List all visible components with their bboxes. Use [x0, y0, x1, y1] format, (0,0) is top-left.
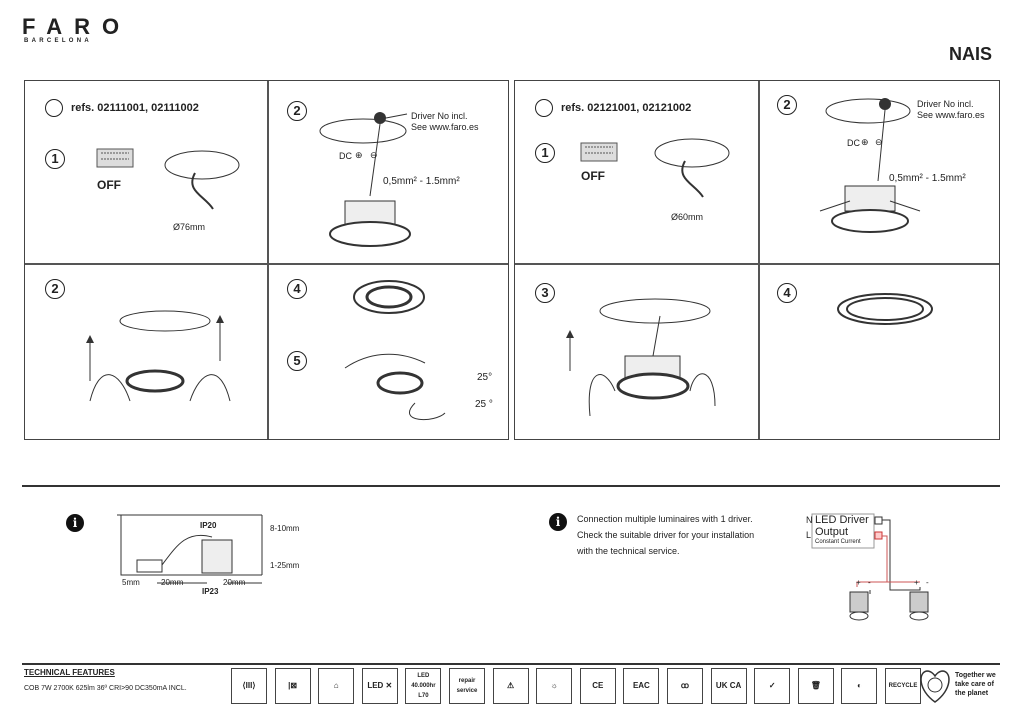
- dimension-label: 1-25mm: [270, 561, 300, 570]
- neutral-label: N: [806, 515, 813, 525]
- wiring-illustration: [319, 112, 411, 247]
- planet-slogan: Together we take care of the planet: [955, 672, 996, 697]
- driver-label: Constant Current: [815, 539, 861, 545]
- switch-off-illustration: [580, 142, 618, 162]
- ref-circle: [535, 99, 553, 117]
- website-note: See www.faro.es: [917, 110, 985, 120]
- step-number: 2: [45, 279, 65, 299]
- minus-label: -: [926, 578, 929, 587]
- minus-label: ⊖: [370, 150, 378, 160]
- technical-spec: COB 7W 2700K 625lm 36º CRI>90 DC350mA IN…: [24, 685, 187, 692]
- dimension-label: 5mm: [122, 578, 140, 587]
- plus-label: +: [856, 578, 861, 587]
- class-iii-icon: ⟨III⟩: [231, 668, 267, 704]
- technical-features-title: TECHNICAL FEATURES: [24, 668, 115, 677]
- wire-gauge: 0,5mm² - 1.5mm²: [889, 173, 966, 184]
- wiring-illustration: [819, 98, 921, 233]
- plus-label: ⊕: [355, 150, 363, 160]
- switch-off-illustration: [96, 148, 134, 168]
- info-icon: i: [66, 514, 84, 532]
- dimension-label: 8-10mm: [270, 524, 300, 533]
- esd-warning-icon: ⚠: [492, 668, 529, 704]
- step-number: 1: [45, 149, 65, 169]
- trim-illustration: [353, 280, 425, 314]
- driver-note: Driver No incl.: [917, 99, 974, 109]
- driver-label: LED Driver: [815, 514, 869, 526]
- driver-wiring-diagram: [811, 513, 929, 621]
- brand-subtitle: BARCELONA: [24, 38, 93, 44]
- connection-note: Check the suitable driver for your insta…: [577, 530, 755, 540]
- off-label: OFF: [581, 169, 605, 183]
- driver-note: Driver No incl.: [411, 111, 468, 121]
- dc-label: DC: [339, 151, 352, 161]
- step-number: 2: [287, 101, 307, 121]
- hole-diameter: Ø76mm: [173, 222, 206, 232]
- rcm-icon: ꝏ: [667, 668, 703, 704]
- section-divider: [22, 485, 1000, 487]
- ip20-label: IP20: [200, 521, 217, 530]
- refs-label: refs. 02111001, 02111002: [71, 102, 199, 114]
- step-number: 2: [777, 95, 797, 115]
- led-lifetime-icon: LED 40.000hr L70: [405, 668, 442, 704]
- no-insulation-cover-icon: |⊠: [274, 668, 311, 704]
- tilt-angle: 25 °: [475, 399, 493, 410]
- led-not-replaceable-icon: LED ✕: [361, 668, 398, 704]
- brand-logo: FARO: [22, 14, 132, 39]
- hole-diameter: Ø60mm: [671, 212, 704, 222]
- ceiling-hole-illustration: [654, 138, 730, 198]
- step-number: 5: [287, 351, 307, 371]
- off-label: OFF: [97, 178, 121, 192]
- ukca-mark-icon: UK CA: [710, 668, 747, 704]
- tilt-angle: 25°: [477, 372, 493, 383]
- dimension-label: 20mm: [223, 578, 246, 587]
- refs-label: refs. 02121001, 02121002: [561, 102, 692, 114]
- live-label: L: [806, 530, 812, 540]
- ref-circle: [45, 99, 63, 117]
- planet-heart-icon: [920, 670, 950, 703]
- minus-label: -: [868, 578, 871, 587]
- ceiling-hole-illustration: [164, 150, 240, 210]
- driver-label: Output: [815, 526, 849, 538]
- step-number: 1: [535, 143, 555, 163]
- ip23-label: IP23: [202, 587, 219, 596]
- model-name: NAIS: [948, 44, 992, 64]
- rohs-icon: ✓: [754, 668, 791, 704]
- step-number: 4: [287, 279, 307, 299]
- section-divider: [22, 663, 1000, 665]
- minus-label: ⊖: [875, 137, 883, 147]
- dc-label: DC: [847, 138, 860, 148]
- step-number: 3: [535, 283, 555, 303]
- installed-trim-illustration: [837, 293, 933, 325]
- installation-clearance-diagram: [117, 514, 263, 584]
- info-icon: i: [549, 513, 567, 531]
- insert-fixture-illustration: [566, 298, 716, 417]
- weee-icon: 🗑: [797, 668, 834, 704]
- website-note: See www.faro.es: [411, 122, 479, 132]
- wire-gauge: 0,5mm² - 1.5mm²: [383, 176, 460, 187]
- eac-mark-icon: EAC: [623, 668, 660, 704]
- plus-label: ⊕: [861, 137, 869, 147]
- indoor-use-icon: ⌂: [318, 668, 355, 704]
- recycle-icon: RECYCLE: [885, 668, 921, 704]
- green-dot-icon: ◐: [841, 668, 878, 704]
- right-instructions-panel: refs. 02121001, 02121002 1 OFF Ø60mm 2 D…: [514, 80, 1000, 440]
- left-instructions-panel: refs. 02111001, 02111002 1 OFF Ø76mm 2 D…: [24, 80, 509, 440]
- insert-fixture-illustration: [86, 310, 231, 402]
- ce-mark-icon: CE: [579, 668, 616, 704]
- dimension-label: 20mm: [161, 578, 184, 587]
- connection-note: Connection multiple luminaires with 1 dr…: [577, 514, 753, 524]
- step-number: 4: [777, 283, 797, 303]
- plus-label: +: [914, 578, 919, 587]
- no-direct-view-icon: ☼: [536, 668, 573, 704]
- repair-service-icon: repair service: [449, 668, 485, 704]
- tilt-adjust-illustration: [344, 353, 446, 421]
- connection-note: with the technical service.: [577, 546, 680, 556]
